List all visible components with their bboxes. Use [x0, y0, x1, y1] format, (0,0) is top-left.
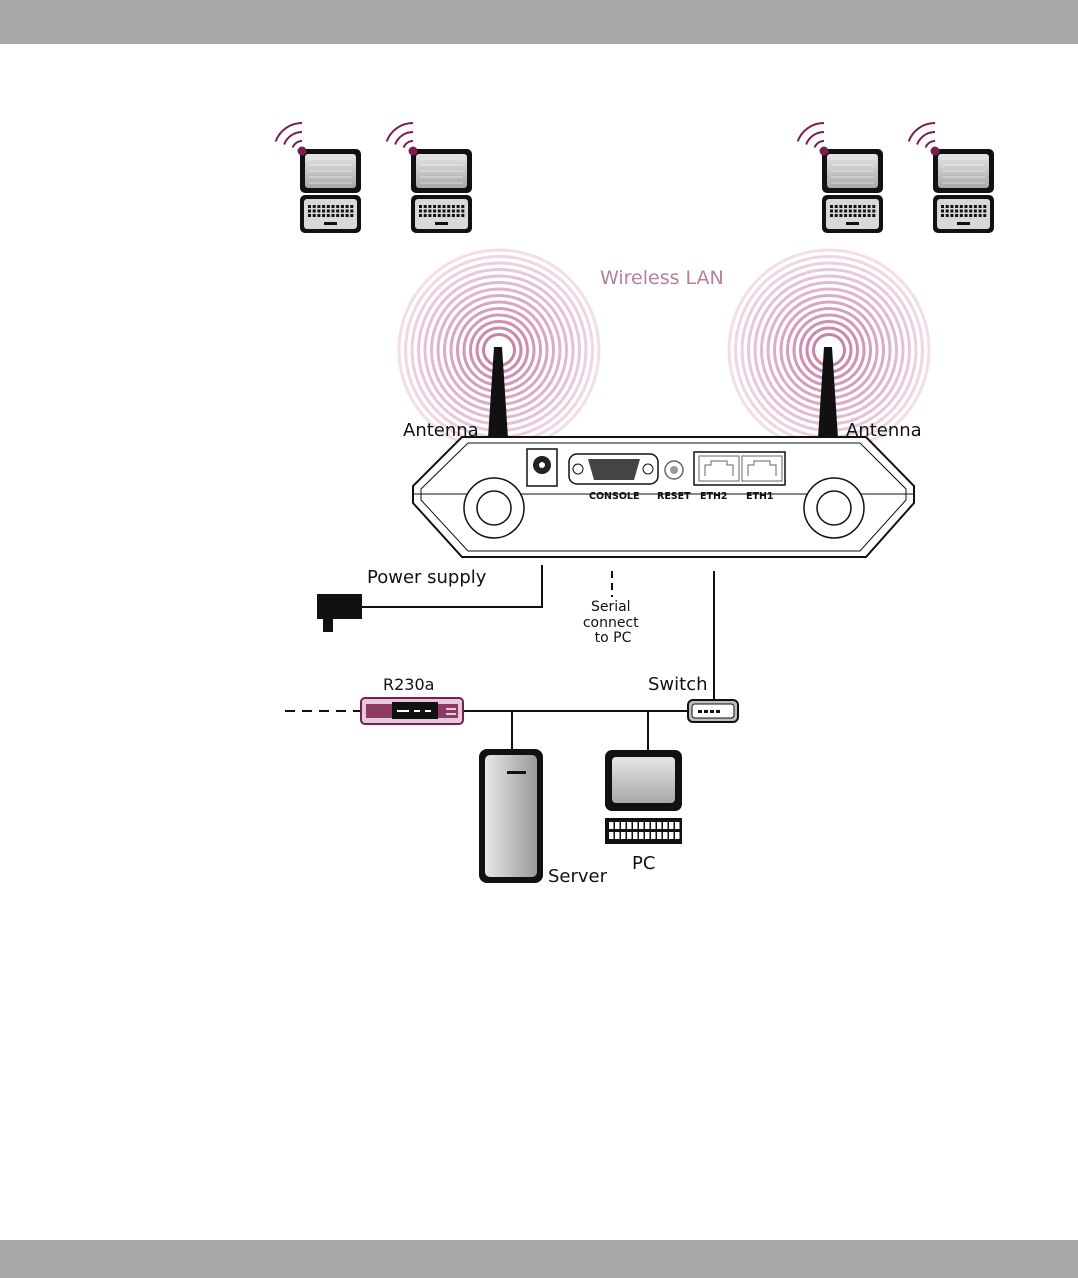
switch: [688, 700, 738, 722]
laptop-2: [387, 123, 472, 233]
laptop-4: [909, 123, 994, 233]
serial-connect-label: Serial connect to PC: [583, 599, 643, 646]
eth2-label: ETH2: [700, 491, 728, 502]
router-label: R230a: [383, 675, 434, 694]
server-label: Server: [548, 866, 608, 887]
eth1-port: [742, 456, 782, 481]
router-r230a: [361, 698, 463, 724]
wireless-lan-label: Wireless LAN: [600, 267, 724, 289]
console-port-label: CONSOLE: [589, 491, 639, 502]
reset-label: RESET: [657, 491, 691, 502]
antenna-right: [818, 347, 838, 438]
serial-line-3: to PC: [595, 630, 632, 646]
pc: [605, 750, 682, 844]
antenna-left: [488, 347, 508, 438]
access-point: CONSOLE RESET ETH2 ETH1: [413, 437, 914, 557]
power-adapter: [317, 594, 362, 619]
eth1-label: ETH1: [746, 491, 774, 502]
serial-line-2: connect: [583, 615, 639, 631]
console-port: [569, 454, 658, 484]
laptop-3: [798, 123, 883, 233]
server: [479, 749, 543, 883]
laptop-1: [276, 123, 361, 233]
eth2-port: [699, 456, 739, 481]
switch-label: Switch: [648, 674, 708, 695]
pc-label: PC: [632, 853, 655, 874]
wireless-clients: [276, 123, 994, 233]
power-supply-label: Power supply: [367, 567, 487, 588]
serial-line-1: Serial: [591, 599, 631, 615]
